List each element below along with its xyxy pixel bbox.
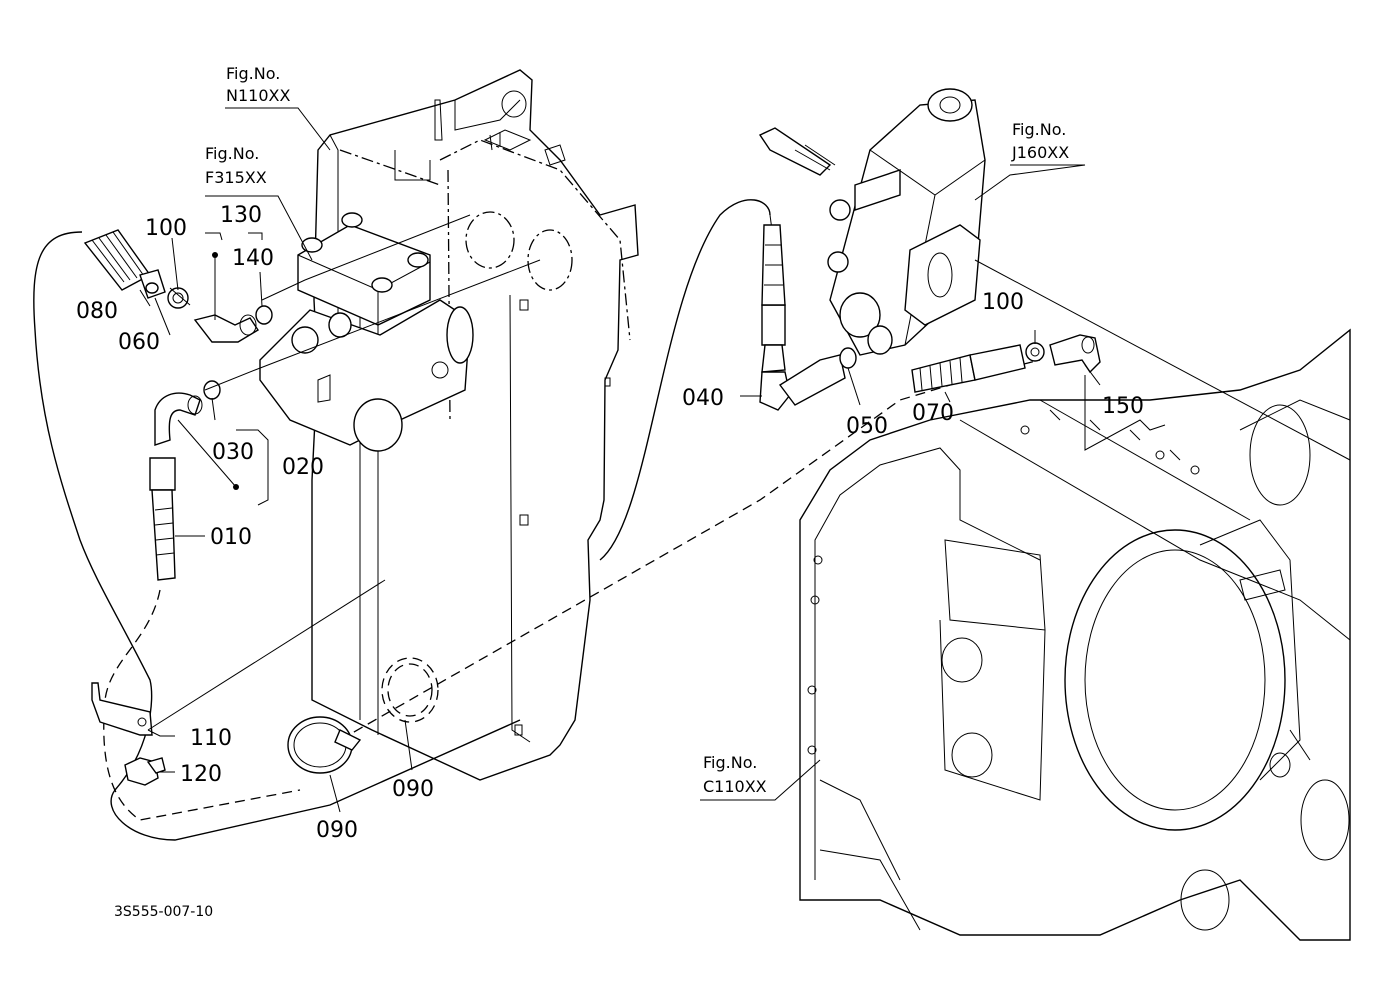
callout-140: 140 xyxy=(232,246,274,271)
part-100-clamp-left xyxy=(167,287,191,309)
part-100-clamp-right xyxy=(1025,342,1045,362)
part-090-hose-clamp-hidden xyxy=(381,657,439,723)
figure-ref-j160-line1: Fig.No. xyxy=(1012,120,1066,139)
part-110-bracket xyxy=(91,682,153,736)
figure-ref-c110-line2: C110XX xyxy=(703,777,767,796)
part-080-spring-guard xyxy=(83,229,152,291)
figure-ref-j160: Fig.No. J160XX xyxy=(1011,120,1069,162)
figure-ref-n110: Fig.No. N110XX xyxy=(226,64,290,105)
figure-ref-n110-line2: N110XX xyxy=(226,86,290,105)
transmission-housing xyxy=(799,328,1351,941)
valve-assembly-right xyxy=(758,88,986,356)
part-150-elbow-fitting xyxy=(1049,334,1101,374)
figure-ref-c110: Fig.No. C110XX xyxy=(703,753,767,796)
callout-020: 020 xyxy=(282,455,324,480)
part-010-hose-end xyxy=(149,457,176,581)
part-060-fitting xyxy=(139,269,166,299)
callout-110: 110 xyxy=(190,726,232,751)
callout-120: 120 xyxy=(180,762,222,787)
callout-090: 090 xyxy=(316,818,358,843)
callout-070: 070 xyxy=(912,401,954,426)
part-050-o-ring xyxy=(839,347,857,369)
part-140-o-ring xyxy=(255,305,273,325)
part-020-elbow-fitting xyxy=(154,392,203,446)
figure-ref-n110-line1: Fig.No. xyxy=(226,64,280,83)
callout-100-left: 100 xyxy=(145,216,187,241)
figure-ref-c110-line1: Fig.No. xyxy=(703,753,757,772)
callout-030: 030 xyxy=(212,440,254,465)
part-130-elbow-fitting xyxy=(193,314,259,343)
callout-100-right: 100 xyxy=(982,290,1024,315)
callout-130: 130 xyxy=(220,203,262,228)
figure-ref-j160-line2: J160XX xyxy=(1011,143,1069,162)
callout-150: 150 xyxy=(1102,394,1144,419)
callout-040: 040 xyxy=(682,386,724,411)
part-040-elbow-fitting xyxy=(759,224,846,411)
callout-dot-130 xyxy=(212,252,218,258)
callout-090-hidden: 090 xyxy=(392,777,434,802)
callout-labels: 130 100 140 080 060 030 020 010 110 120 … xyxy=(76,203,1144,843)
figure-ref-f315-line1: Fig.No. xyxy=(205,144,259,163)
callout-010: 010 xyxy=(210,525,252,550)
figure-ref-f315-line2: F315XX xyxy=(205,168,267,187)
callout-050: 050 xyxy=(846,414,888,439)
drawing-code: 3S555-007-10 xyxy=(114,904,213,920)
callout-060: 060 xyxy=(118,330,160,355)
part-030-o-ring xyxy=(203,380,221,400)
figure-ref-f315: Fig.No. F315XX xyxy=(205,144,267,187)
part-120-bolt xyxy=(124,757,166,786)
part-090-hose-clamp xyxy=(287,716,362,774)
part-070-spring-guard xyxy=(911,344,1026,393)
control-valve-block xyxy=(259,212,474,452)
leader-lines xyxy=(139,107,1351,813)
callout-080: 080 xyxy=(76,299,118,324)
